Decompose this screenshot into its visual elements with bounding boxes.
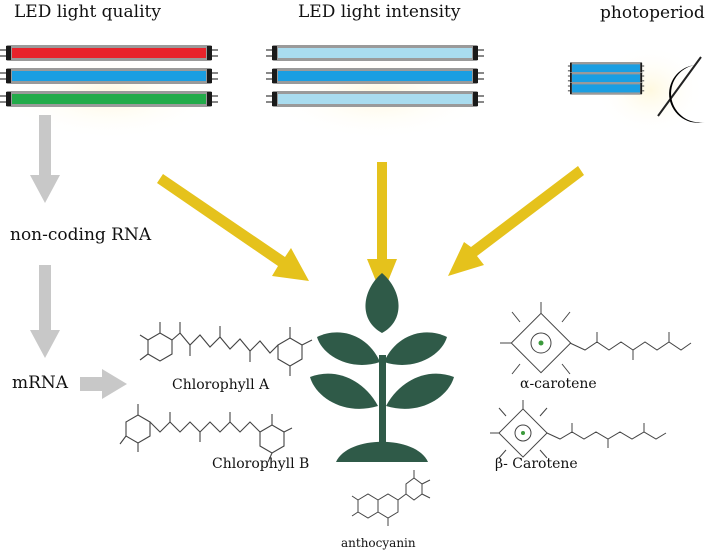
beta-carotene-structure [490, 400, 667, 459]
led-light-quality-label: LED light quality [14, 2, 161, 22]
photoperiod-tube-2 [567, 71, 645, 86]
noncoding-rna-label: non-coding RNA [10, 225, 152, 245]
chlorophyll-a-structure [139, 322, 313, 376]
day-night-divider [657, 56, 702, 117]
chlorophyll-b-structure [119, 404, 293, 463]
anthocyanin-structure [351, 470, 431, 526]
chlorophyll-a-label: Chlorophyll A [172, 377, 270, 393]
yellow-arrows [157, 162, 584, 296]
led-intensity-tubes [265, 44, 488, 140]
arrow-quality-to-ncrna [30, 115, 60, 203]
arrow-photoperiod-to-plant [448, 166, 584, 276]
green-led-tube [0, 90, 219, 108]
led-quality-tubes [0, 44, 220, 140]
chlorophyll-b-label: Chlorophyll B [212, 456, 310, 472]
intensity-tube-low [265, 44, 485, 62]
anthocyanin-label: anthocyanin [341, 536, 416, 550]
arrow-intensity-to-plant [367, 162, 397, 296]
photoperiod-tube-1 [567, 61, 645, 76]
beta-carotene-label: β- Carotene [495, 456, 578, 472]
photoperiod-tube-3 [567, 81, 645, 96]
photoperiod-label: photoperiod [600, 3, 705, 23]
led-light-intensity-label: LED light intensity [298, 2, 461, 22]
alpha-carotene-structure [500, 302, 692, 375]
photoperiod-graphic [567, 45, 705, 135]
intensity-tube-mid [265, 90, 485, 108]
arrow-ncrna-to-mrna [30, 265, 60, 358]
red-led-tube [0, 44, 219, 62]
alpha-carotene-label: α-carotene [520, 376, 597, 392]
intensity-tube-high [265, 67, 485, 85]
gray-arrows [30, 115, 127, 399]
blue-led-tube [0, 67, 219, 85]
plant-icon [310, 273, 454, 462]
mrna-label: mRNA [12, 373, 69, 393]
arrow-quality-to-plant [157, 174, 309, 281]
arrow-mrna-to-pigments [80, 369, 127, 399]
